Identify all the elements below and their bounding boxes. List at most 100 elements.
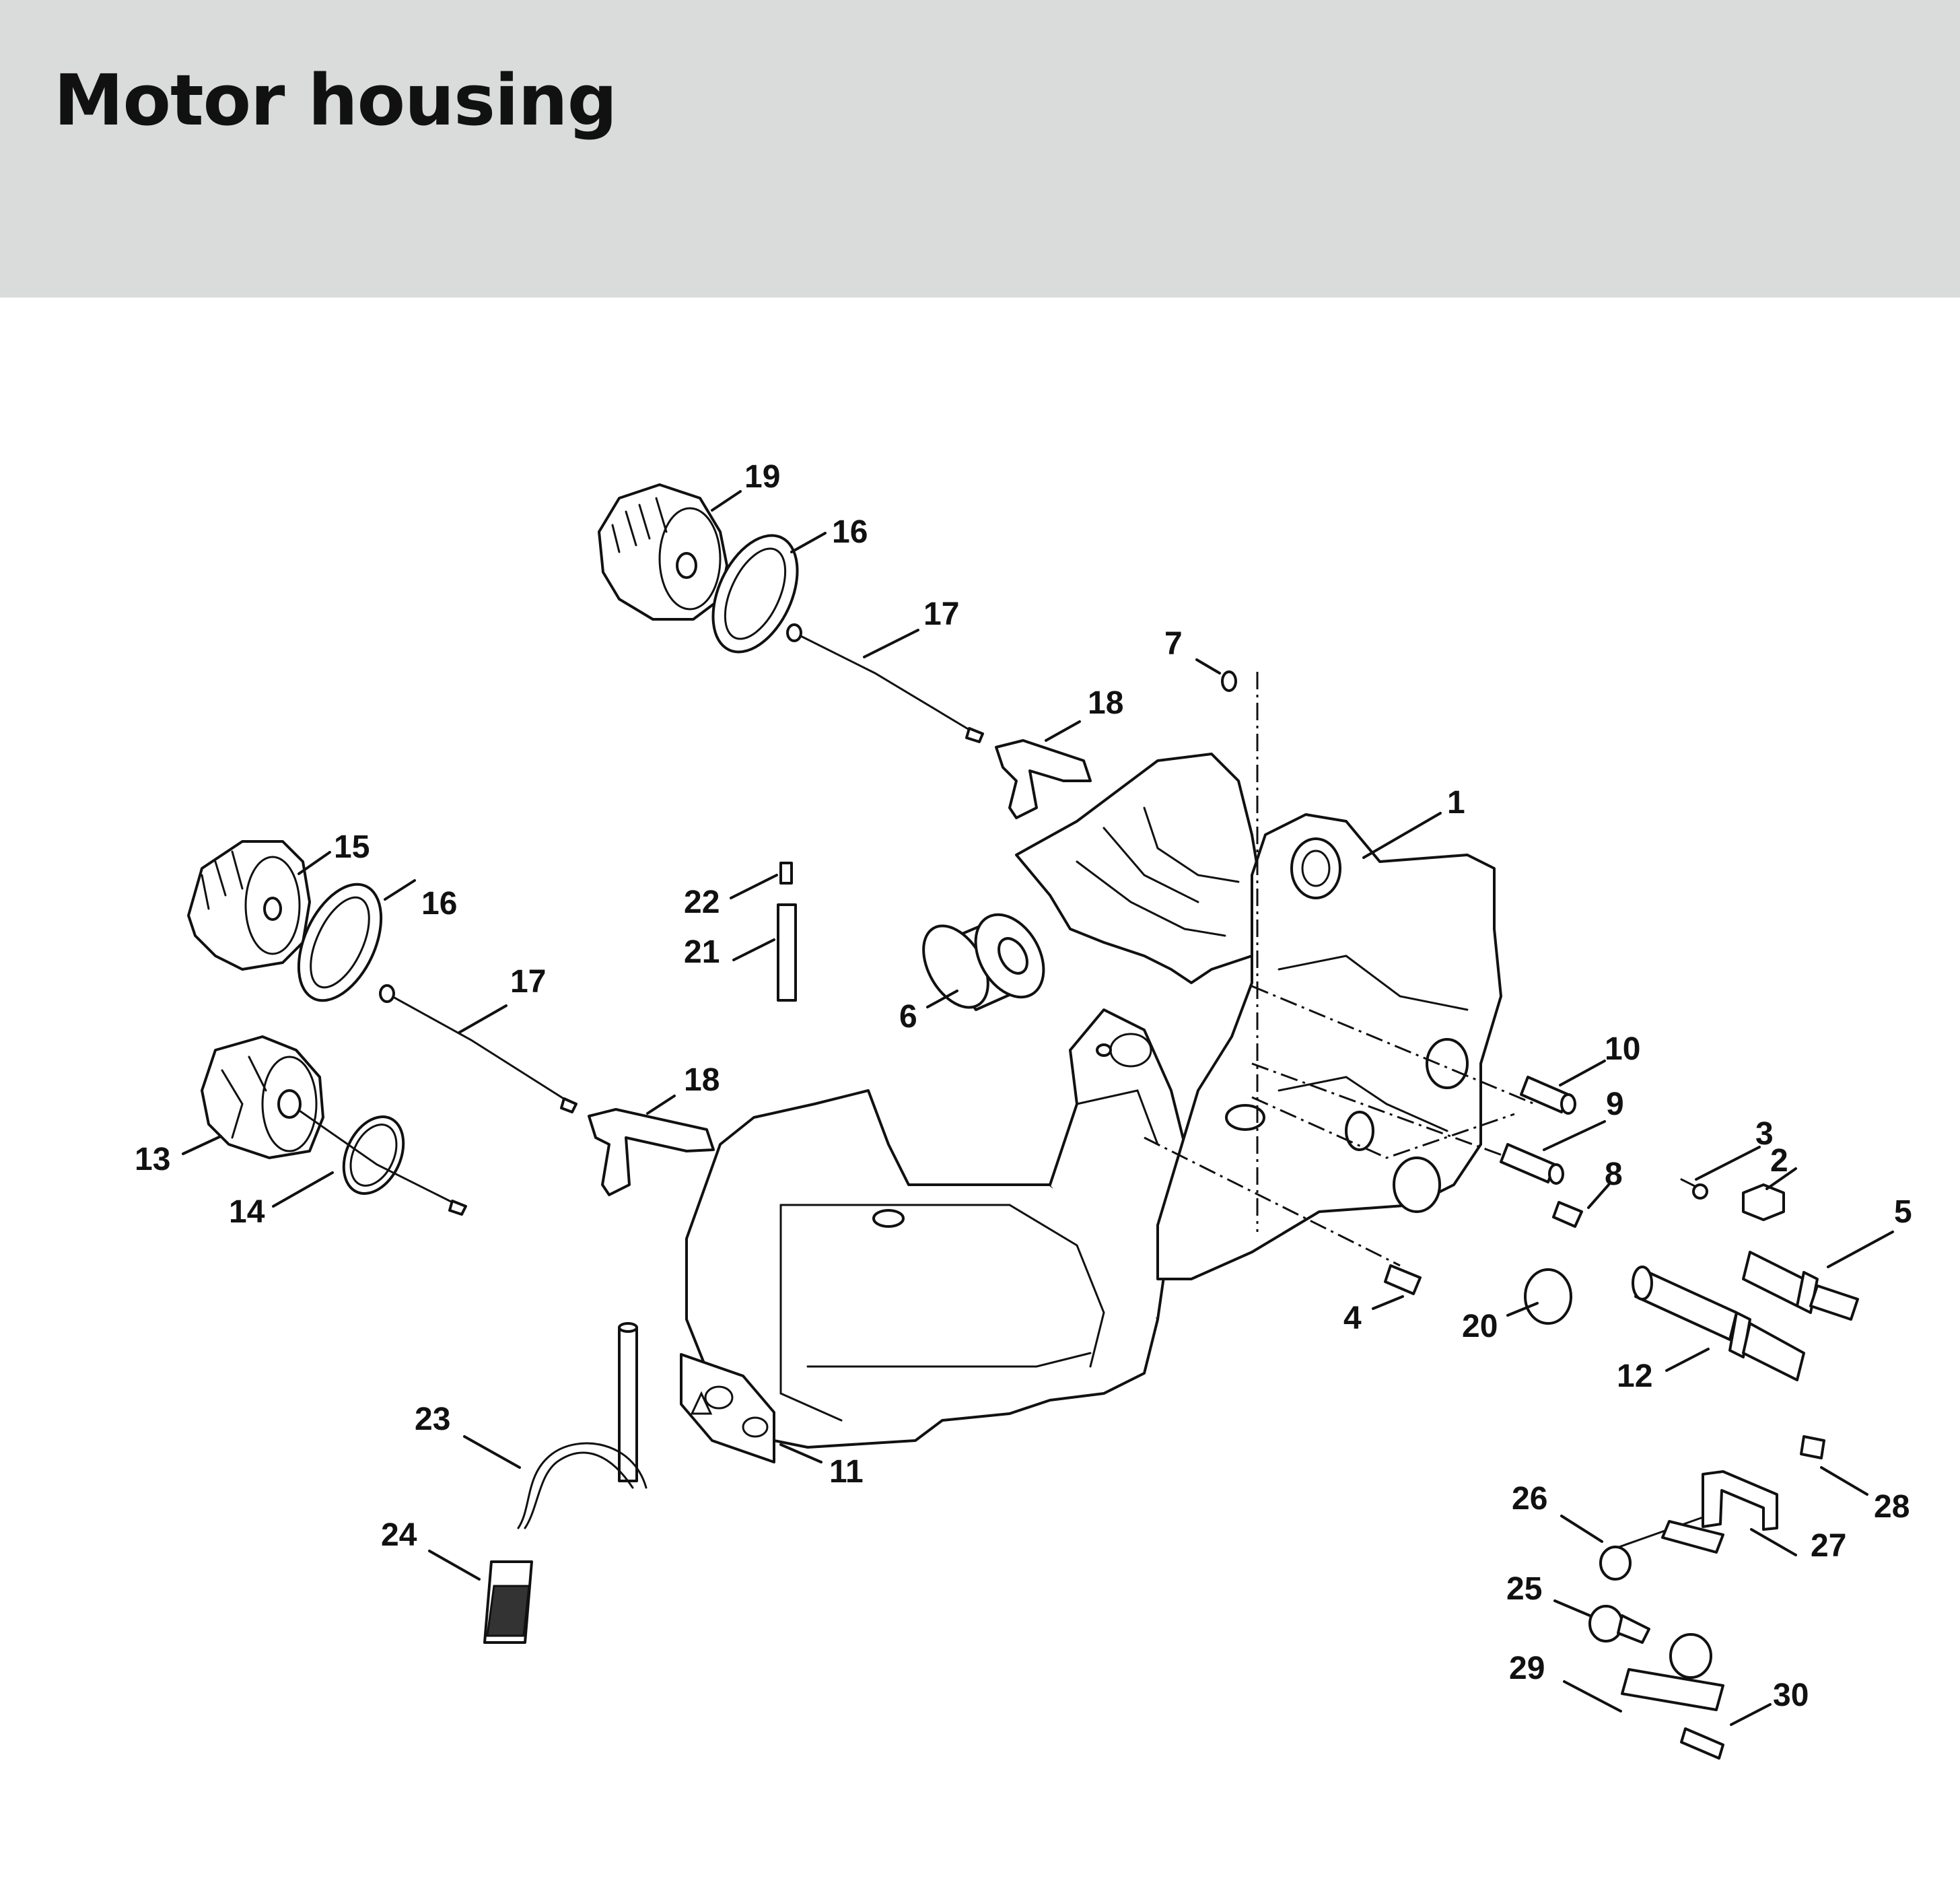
callout-12: 12 <box>1617 1348 1710 1394</box>
callout-2: 2 <box>1765 1143 1797 1190</box>
callout-19: 19 <box>711 459 780 512</box>
callout-18b: 18 <box>646 1062 720 1115</box>
callout-3: 3 <box>1695 1116 1774 1181</box>
callout-label: 24 <box>381 1517 417 1553</box>
plug-20-part <box>1524 1268 1572 1325</box>
callout-label: 14 <box>229 1194 265 1230</box>
callout-11: 11 <box>779 1443 864 1490</box>
callout-label: 21 <box>684 934 720 970</box>
callout-16a: 16 <box>790 514 868 553</box>
callout-5: 5 <box>1827 1194 1912 1268</box>
callout-26: 26 <box>1512 1481 1603 1543</box>
adjuster-wheel-part <box>201 1035 324 1159</box>
slide-27-part <box>1661 1470 1778 1554</box>
callout-label: 29 <box>1509 1651 1545 1686</box>
callout-label: 9 <box>1606 1086 1624 1122</box>
gear-25-part <box>1588 1605 1650 1644</box>
callout-label: 23 <box>415 1402 450 1437</box>
callout-18a: 18 <box>1045 685 1123 742</box>
callout-23: 23 <box>415 1402 521 1469</box>
callout-8: 8 <box>1587 1156 1623 1209</box>
assembly-axes <box>1144 672 1535 1267</box>
motor-housing-part <box>685 753 1502 1449</box>
callout-6: 6 <box>899 990 958 1035</box>
bushing-part <box>922 913 1045 1011</box>
callout-label: 27 <box>1811 1528 1846 1564</box>
callout-label: 6 <box>899 999 917 1035</box>
callout-label: 25 <box>1506 1571 1542 1607</box>
callout-label: 22 <box>684 885 720 920</box>
callout-22: 22 <box>684 874 778 920</box>
fuel-hose-part <box>517 1322 648 1529</box>
ring-top-part <box>711 534 799 654</box>
screw-30-part <box>1680 1727 1724 1760</box>
callout-label: 7 <box>1164 626 1183 662</box>
callout-7: 7 <box>1164 626 1221 675</box>
clip-28-part <box>1800 1435 1825 1459</box>
callout-label: 2 <box>1770 1143 1788 1179</box>
long-bolt-top-part <box>786 623 984 743</box>
callout-9: 9 <box>1543 1086 1624 1151</box>
callout-label: 28 <box>1874 1489 1910 1525</box>
sleeve-and-pin-part <box>777 862 797 1002</box>
callout-label: 17 <box>923 596 959 632</box>
callout-label: 26 <box>1512 1481 1547 1517</box>
callout-17b: 17 <box>458 964 546 1034</box>
callout-label: 19 <box>744 459 780 495</box>
cap-middle-part <box>187 840 311 971</box>
callout-17a: 17 <box>863 596 959 658</box>
callout-label: 13 <box>135 1142 170 1177</box>
o-ring-small-part <box>1221 670 1237 692</box>
long-bolt-middle-part <box>379 984 578 1113</box>
callout-21: 21 <box>684 934 775 970</box>
callout-15: 15 <box>298 829 370 875</box>
callout-label: 16 <box>832 514 868 550</box>
callout-label: 3 <box>1755 1116 1774 1152</box>
nut-2-part <box>1742 1183 1785 1221</box>
callout-label: 8 <box>1605 1156 1623 1192</box>
callout-label: 4 <box>1343 1301 1362 1336</box>
callout-1: 1 <box>1362 785 1465 859</box>
o-ring-part <box>298 1109 467 1216</box>
sleeve-8-part <box>1552 1201 1583 1228</box>
bolt-5-part <box>1742 1251 1859 1321</box>
callout-label: 18 <box>684 1062 720 1098</box>
callout-label: 1 <box>1447 785 1465 821</box>
header-band <box>0 0 1960 298</box>
callout-label: 12 <box>1617 1358 1652 1394</box>
callout-14: 14 <box>229 1171 334 1230</box>
callout-20: 20 <box>1462 1302 1539 1344</box>
sleeve-4-part <box>1384 1264 1422 1295</box>
callout-label: 18 <box>1088 685 1123 721</box>
spacer-bracket-top-part <box>995 739 1092 819</box>
spacer-bracket-middle-part <box>588 1108 715 1196</box>
callout-29: 29 <box>1509 1651 1622 1713</box>
callout-27: 27 <box>1750 1528 1846 1564</box>
bolt-12-part <box>1632 1266 1805 1381</box>
ring-middle-part <box>297 883 383 1002</box>
callout-label: 5 <box>1894 1194 1912 1230</box>
cap-top-part <box>598 483 728 621</box>
fuel-filter-part <box>483 1560 533 1644</box>
callout-label: 30 <box>1773 1678 1809 1713</box>
callout-13: 13 <box>135 1135 222 1177</box>
callout-4: 4 <box>1343 1295 1404 1336</box>
callout-label: 16 <box>421 886 457 922</box>
tensioner-screw-26-part <box>1599 1516 1704 1581</box>
stud-10-part <box>1520 1076 1576 1115</box>
screw-3-part <box>1680 1178 1708 1200</box>
stud-9-part <box>1500 1143 1564 1185</box>
callout-16b: 16 <box>384 879 457 922</box>
warning-label-part <box>680 1353 775 1463</box>
callout-24: 24 <box>381 1517 481 1581</box>
callout-10: 10 <box>1559 1031 1640 1086</box>
callout-25: 25 <box>1506 1571 1591 1617</box>
callout-label: 17 <box>510 964 546 1000</box>
callout-label: 20 <box>1462 1309 1498 1344</box>
callout-28: 28 <box>1820 1466 1910 1525</box>
thrust-plate-29-part <box>1621 1633 1724 1711</box>
callout-label: 10 <box>1605 1031 1640 1067</box>
callout-label: 11 <box>829 1454 864 1490</box>
page-title: Motor housing <box>54 59 617 141</box>
